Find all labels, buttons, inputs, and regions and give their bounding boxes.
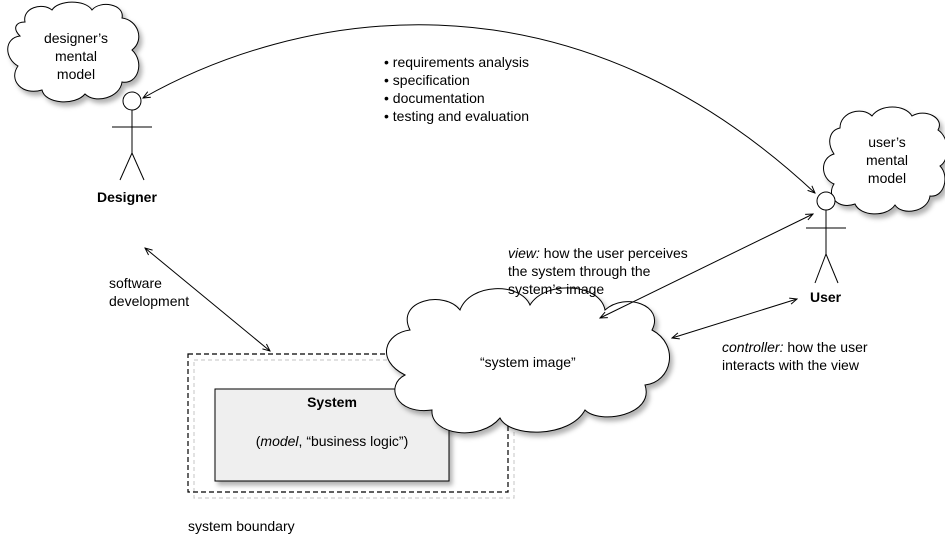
system-description: (model, “business logic”): [215, 432, 449, 450]
designer-user-arrow: [143, 24, 815, 193]
designer-cloud-line-3: model: [56, 66, 96, 82]
user-label: User: [810, 289, 842, 305]
system-image-label: “system image”: [480, 354, 576, 370]
activity-item: testing and evaluation: [384, 107, 529, 125]
controller-note: controller: how the user interacts with …: [722, 338, 868, 374]
designer-cloud-line-2: mental: [54, 48, 98, 64]
system-boundary-label: system boundary: [188, 518, 295, 534]
designer-actor: [112, 91, 152, 181]
view-note-line-2: the system through the: [508, 263, 651, 279]
view-note-line-1: how the user perceives: [539, 245, 688, 261]
software-development-line-2: development: [109, 293, 190, 309]
user-cloud: [823, 106, 945, 215]
user-cloud-line-3: model: [867, 170, 907, 186]
user-mental-model-text: user’s mental model: [842, 133, 932, 187]
activity-item: requirements analysis: [384, 53, 529, 71]
activity-item: specification: [384, 71, 529, 89]
controller-note-line-2: interacts with the view: [722, 357, 859, 373]
model-term: model: [260, 433, 299, 449]
view-note: view: how the user perceives the system …: [508, 244, 688, 298]
designer-cloud-line-1: designer’s: [43, 30, 109, 46]
activity-item: documentation: [384, 89, 529, 107]
system-image-cloud: [386, 287, 670, 434]
view-arrow: [600, 214, 813, 318]
view-note-line-3: system’s image: [508, 281, 605, 297]
user-actor: [806, 191, 846, 284]
software-development-arrow: [145, 248, 270, 351]
controller-term: controller:: [722, 339, 784, 355]
designer-mental-model-text: designer’s mental model: [26, 29, 126, 83]
designer-label: Designer: [97, 189, 157, 205]
software-development-label: software development: [109, 274, 189, 310]
controller-arrow: [672, 299, 797, 338]
controller-note-line-1: how the user: [783, 339, 868, 355]
software-development-line-1: software: [109, 275, 162, 291]
view-term: view:: [508, 245, 540, 261]
system-business-logic: , “business logic”): [298, 433, 409, 449]
designer-cloud: [7, 1, 140, 103]
user-cloud-line-1: user’s: [868, 134, 906, 150]
user-cloud-line-2: mental: [865, 152, 909, 168]
system-title: System: [307, 394, 357, 410]
system-open-paren: (: [255, 433, 261, 449]
activities-list: requirements analysis specification docu…: [384, 53, 529, 125]
